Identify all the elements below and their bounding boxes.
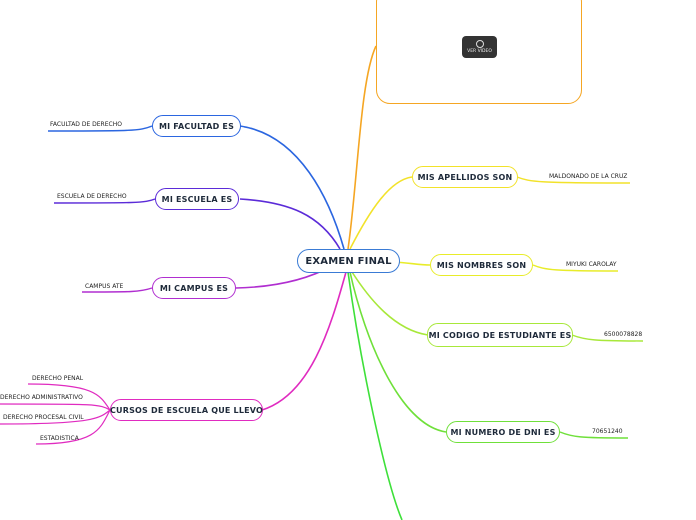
branch-cursos-label: CURSOS DE ESCUELA QUE LLEVO — [109, 405, 264, 415]
video-caption: VER VIDEO — [467, 49, 492, 54]
connector-dni — [349, 271, 447, 433]
branch-apellidos[interactable]: MIS APELLIDOS SON — [412, 166, 518, 188]
video-play-icon — [475, 40, 484, 48]
connector-codigo — [351, 271, 429, 336]
root-label: EXAMEN FINAL — [305, 255, 392, 267]
connector-apellidos-leaf — [516, 176, 631, 184]
connector-cursos-leaf-3 — [0, 409, 111, 425]
connector-cursos-leaf-1 — [27, 383, 111, 411]
connector-cursos — [261, 271, 347, 411]
branch-codigo-label: MI CODIGO DE ESTUDIANTE ES — [428, 330, 572, 340]
leaf-codigo[interactable]: 6500078828 — [604, 331, 643, 338]
leaf-apellidos[interactable]: MALDONADO DE LA CRUZ — [549, 173, 628, 180]
connector-facultad-leaf — [47, 125, 153, 132]
connector-dni-leaf — [559, 431, 629, 439]
connector-cursos-leaf-2 — [0, 403, 111, 411]
branch-escuela-label: MI ESCUELA ES — [161, 194, 233, 204]
leaf-curso-3[interactable]: DERECHO PROCESAL CIVIL — [3, 414, 84, 421]
branch-nombres[interactable]: MIS NOMBRES SON — [430, 254, 533, 276]
branch-campus-label: MI CAMPUS ES — [159, 283, 229, 293]
leaf-dni[interactable]: 70651240 — [592, 428, 623, 435]
connector-codigo-leaf — [571, 334, 644, 342]
connector-nombres-leaf — [532, 264, 619, 272]
connector-escuela — [239, 198, 341, 250]
root-node[interactable]: EXAMEN FINAL — [297, 249, 400, 273]
branch-dni[interactable]: MI NUMERO DE DNI ES — [446, 421, 560, 443]
branch-codigo[interactable]: MI CODIGO DE ESTUDIANTE ES — [427, 323, 573, 347]
connector-escuela-leaf — [53, 198, 156, 204]
branch-facultad-label: MI FACULTAD ES — [158, 121, 235, 131]
branch-apellidos-label: MIS APELLIDOS SON — [417, 172, 513, 182]
leaf-facultad[interactable]: FACULTAD DE DERECHO — [50, 121, 122, 128]
branch-dni-label: MI NUMERO DE DNI ES — [450, 427, 556, 437]
video-play-button[interactable]: VER VIDEO — [462, 36, 497, 58]
branch-cursos[interactable]: CURSOS DE ESCUELA QUE LLEVO — [110, 399, 263, 421]
leaf-curso-2[interactable]: DERECHO ADMINISTRATIVO — [0, 394, 83, 401]
leaf-curso-1[interactable]: DERECHO PENAL — [32, 375, 84, 382]
branch-campus[interactable]: MI CAMPUS ES — [152, 277, 236, 299]
connector-apellidos — [349, 176, 413, 250]
branch-escuela[interactable]: MI ESCUELA ES — [155, 188, 239, 210]
leaf-escuela[interactable]: ESCUELA DE DERECHO — [57, 193, 127, 200]
leaf-curso-4[interactable]: ESTADISTICA — [40, 435, 79, 442]
connector-extra — [347, 271, 403, 520]
leaf-campus[interactable]: CAMPUS ATE — [85, 283, 124, 290]
branch-facultad[interactable]: MI FACULTAD ES — [152, 115, 241, 137]
connector-campus-leaf — [81, 287, 153, 293]
connector-media — [347, 45, 377, 250]
connector-cursos-leaf-4 — [35, 409, 111, 445]
connector-facultad — [239, 125, 345, 250]
leaf-nombres[interactable]: MIYUKI CAROLAY — [566, 261, 617, 268]
branch-nombres-label: MIS NOMBRES SON — [436, 260, 527, 270]
